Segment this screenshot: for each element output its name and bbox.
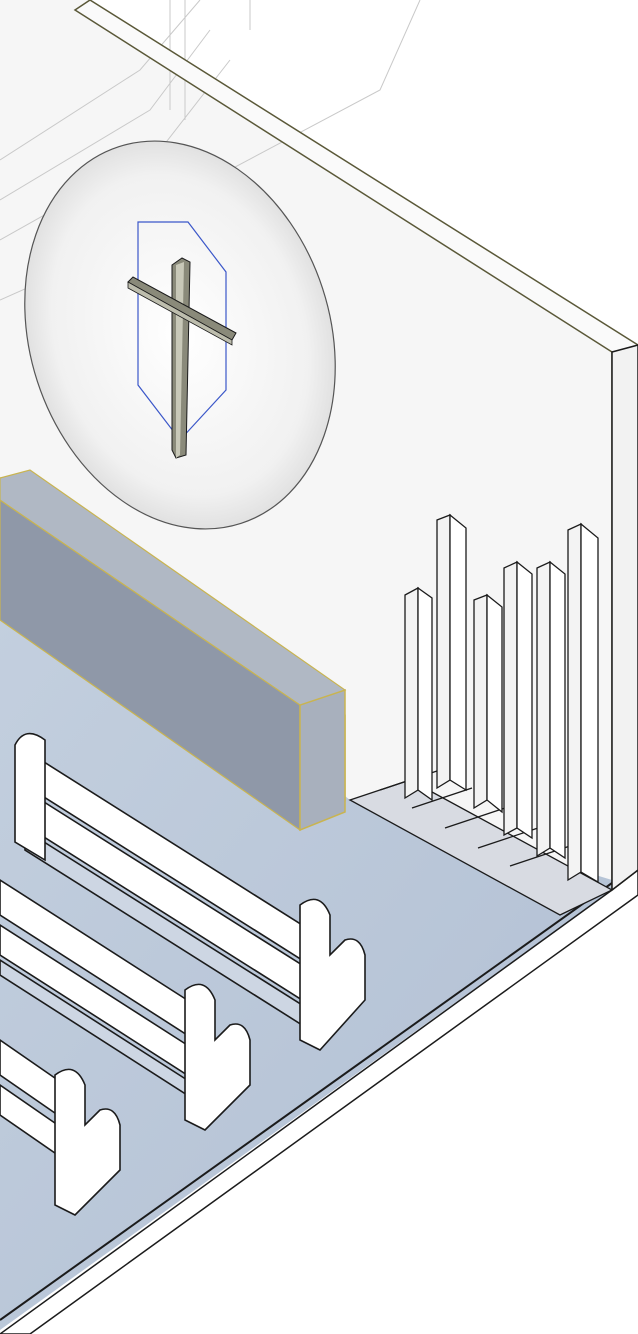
organ-pipes	[348, 513, 614, 916]
pew-back	[0, 1039, 121, 1216]
pew-front	[14, 732, 366, 1051]
pew-middle	[0, 879, 251, 1131]
cross-icon	[127, 221, 237, 459]
selection-box	[137, 221, 227, 441]
altar-block	[0, 469, 347, 832]
